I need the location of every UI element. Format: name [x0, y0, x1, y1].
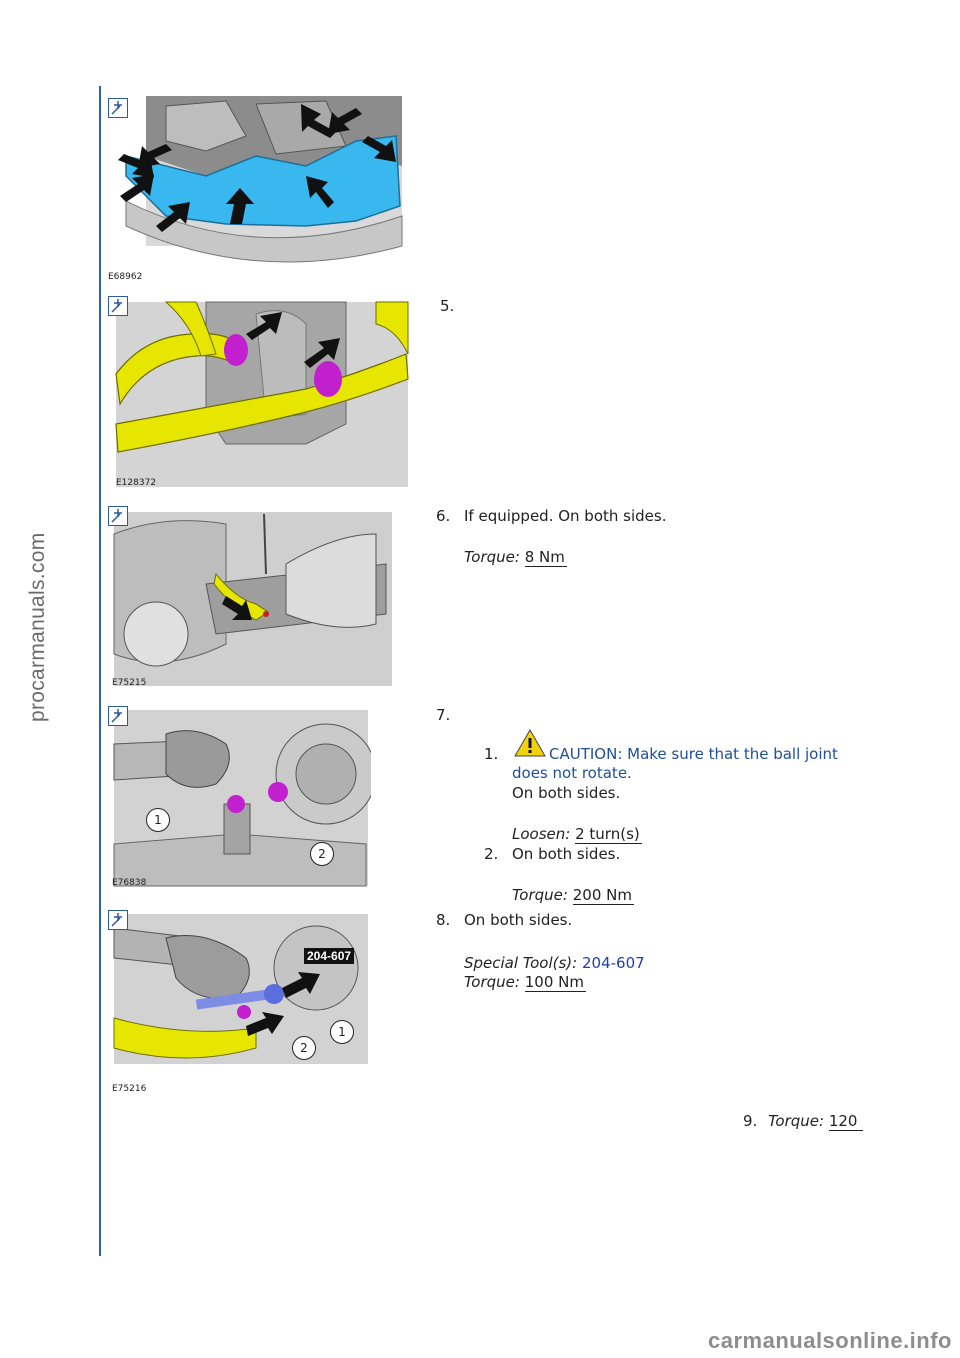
step-7-2-torque: Torque: 200 Nm: [512, 886, 634, 905]
step-6-number: 6.: [436, 507, 451, 525]
step-7-2-number: 2.: [484, 845, 499, 863]
tool-tag: 204-607: [304, 948, 355, 964]
zoom-icon[interactable]: [108, 506, 128, 526]
step-9-number: 9.: [743, 1112, 758, 1130]
callout-marker: 1: [330, 1020, 354, 1044]
special-tool-link[interactable]: 204-607: [582, 954, 645, 972]
callout-number: 2: [318, 847, 326, 861]
step-7-1-text: On both sides.: [512, 784, 621, 802]
step-8-torque: Torque: 100 Nm: [464, 973, 586, 992]
callout-marker: 2: [292, 1036, 316, 1060]
loosen-value: 2 turn(s): [575, 825, 642, 844]
torque-label: Torque:: [464, 548, 520, 566]
zoom-icon[interactable]: [108, 910, 128, 930]
figure-label: E76838: [112, 878, 147, 888]
torque-value: 100 Nm: [524, 973, 586, 992]
torque-value: 8 Nm: [524, 548, 567, 567]
figure-ball-joint-image: [113, 710, 377, 887]
step-6-torque: Torque: 8 Nm: [464, 548, 567, 567]
loosen-label: Loosen:: [512, 825, 571, 843]
figure-ball-joint: 1 2 E76838: [106, 704, 377, 890]
callout-marker: 2: [310, 842, 334, 866]
step-5-number: 5.: [440, 297, 455, 315]
callout-marker: 1: [146, 808, 170, 832]
figure-label: E75216: [112, 1084, 147, 1094]
torque-label: Torque:: [512, 886, 568, 904]
torque-value: 120: [828, 1112, 864, 1131]
figure-stabilizer-bar-image: [115, 301, 409, 487]
step-7-1-number: 1.: [484, 745, 499, 763]
step-8-special-tool: Special Tool(s): 204-607: [464, 954, 645, 972]
figure-special-tool-image: [113, 914, 368, 1064]
figure-label: E128372: [116, 478, 157, 488]
watermark-procarmanuals: procarmanuals.com: [26, 532, 49, 722]
zoom-icon[interactable]: [108, 98, 128, 118]
figure-undershield-image: [118, 96, 403, 263]
figure-label: E75215: [112, 678, 147, 688]
watermark-carmanualsonline: carmanualsonline.info: [708, 1328, 952, 1353]
figure-label: E68962: [108, 272, 143, 282]
figure-sensor-bracket-image: [113, 512, 392, 686]
zoom-icon[interactable]: [108, 296, 128, 316]
figure-special-tool: 204-607 1 2 E75216: [106, 908, 371, 1098]
caution-text-line2: does not rotate.: [512, 764, 632, 782]
step-9: 9. Torque: 120: [743, 1112, 864, 1131]
step-8-number: 8.: [436, 911, 451, 929]
step-8-text: On both sides.: [464, 911, 573, 929]
warning-icon: [513, 728, 547, 762]
step-7-2-text: On both sides.: [512, 845, 621, 863]
figure-undershield: E68962: [106, 96, 406, 286]
torque-label: Torque:: [464, 973, 520, 991]
procedure-divider-line: [99, 86, 101, 1256]
step-6-text: If equipped. On both sides.: [464, 507, 667, 525]
callout-number: 1: [338, 1025, 346, 1039]
zoom-icon[interactable]: [108, 706, 128, 726]
caution-text-line1: CAUTION: Make sure that the ball joint: [549, 745, 838, 763]
callout-number: 2: [300, 1041, 308, 1055]
callout-number: 1: [154, 813, 162, 827]
step-7-number: 7.: [436, 706, 451, 724]
torque-value: 200 Nm: [572, 886, 634, 905]
special-tool-label: Special Tool(s):: [464, 954, 578, 972]
step-7-1-loosen: Loosen: 2 turn(s): [512, 825, 642, 844]
torque-label: Torque:: [768, 1112, 825, 1130]
figure-sensor-bracket: E75215: [106, 504, 396, 688]
figure-stabilizer-bar: E128372: [106, 294, 411, 490]
